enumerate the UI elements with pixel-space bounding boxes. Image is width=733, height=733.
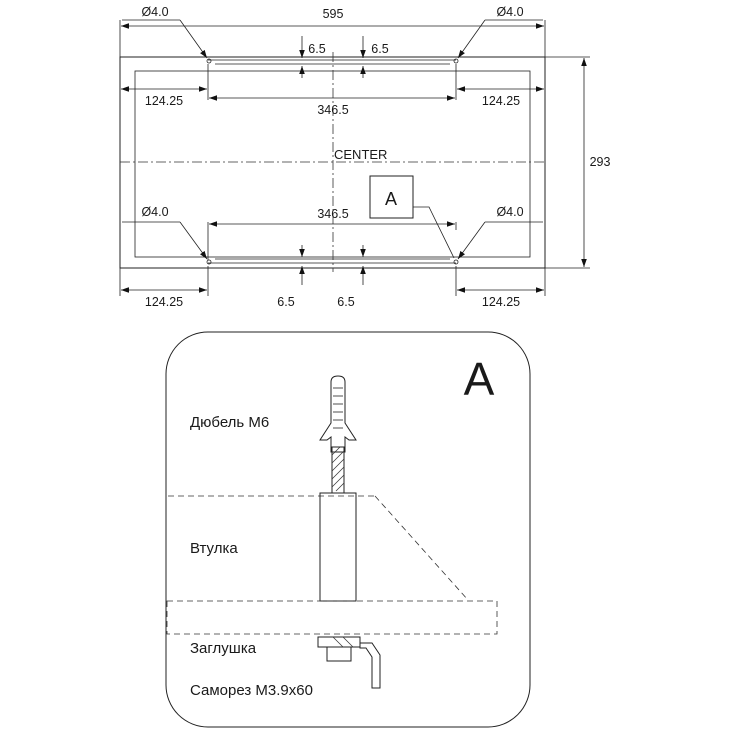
dim-hole-bottom-right: Ø4.0 [496, 205, 523, 219]
detail-marker: A [385, 189, 397, 209]
plug [317, 636, 361, 662]
screw [359, 642, 381, 689]
label-plug: Заглушка [190, 640, 257, 657]
dim-hole-bottom-left: Ø4.0 [141, 205, 168, 219]
center-label: CENTER [334, 147, 387, 162]
hole-top-left [206, 58, 212, 64]
dim-offset-bottom-right: 6.5 [337, 295, 354, 309]
dim-hole-top-right: Ø4.0 [496, 5, 523, 19]
dim-overall-width: 595 [323, 7, 344, 21]
dim-offset-bottom-left: 6.5 [277, 295, 294, 309]
detail-marker-box [369, 175, 414, 219]
label-dowel: Дюбель М6 [190, 414, 269, 431]
hole-bottom-right [453, 259, 459, 265]
dim-offset-top-right: 6.5 [371, 42, 388, 56]
label-bushing: Втулка [190, 540, 238, 557]
mirror-outline [119, 56, 546, 269]
dim-edge-top-right: 124.25 [482, 94, 520, 108]
dim-spacing-bottom: 346.5 [317, 207, 348, 221]
dim-height: 293 [590, 155, 611, 169]
bushing [319, 492, 357, 602]
dim-spacing-top: 346.5 [317, 103, 348, 117]
dim-offset-top-left: 6.5 [308, 42, 325, 56]
plan-view: CENTER 595 293 Ø4.0 Ø4.0 6.5 [119, 5, 611, 309]
dim-edge-top-left: 124.25 [145, 94, 183, 108]
dim-edge-bottom-left: 124.25 [145, 295, 183, 309]
wall-diagonal [374, 495, 469, 601]
detail-a: A Дюбель М6 Втулка [165, 331, 531, 728]
detail-letter: A [464, 353, 495, 405]
label-screw: Саморез М3.9x60 [190, 682, 313, 699]
dim-hole-top-left: Ø4.0 [141, 5, 168, 19]
hole-bottom-left [206, 259, 212, 265]
mirror-inner-frame [134, 70, 531, 258]
dim-edge-bottom-right: 124.25 [482, 295, 520, 309]
hole-top-right [453, 58, 459, 64]
mirror-plate [166, 600, 498, 635]
detail-frame [165, 331, 531, 728]
dowel [319, 375, 357, 494]
